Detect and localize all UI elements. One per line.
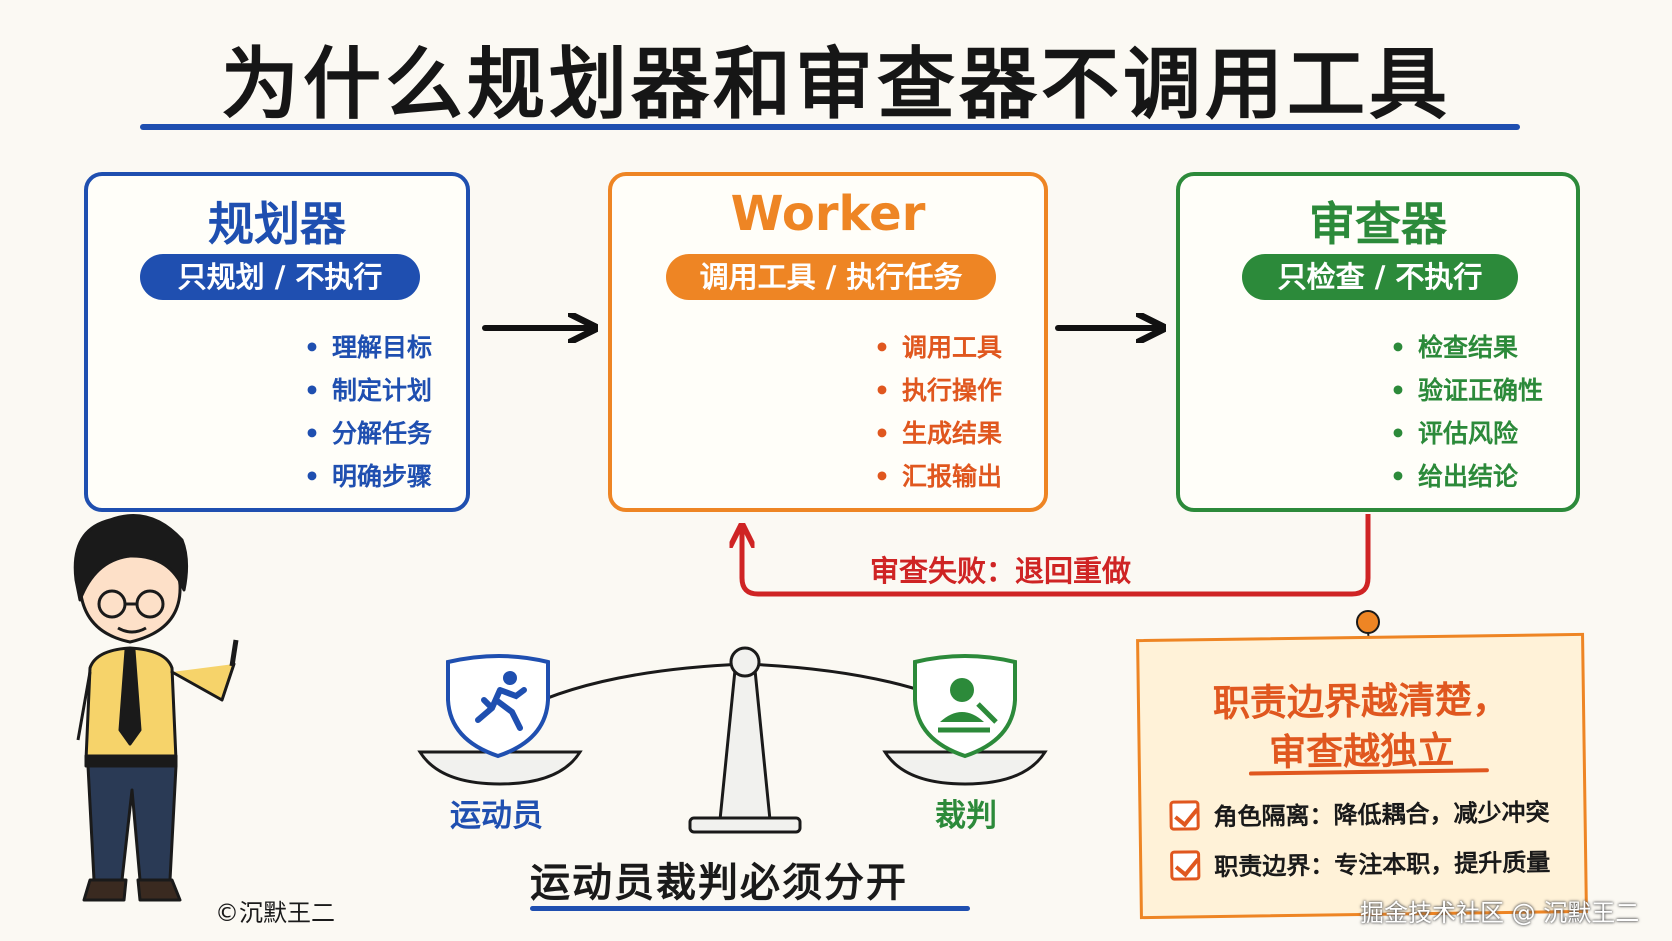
planner-badge: 只规划 / 不执行 xyxy=(140,254,420,300)
caption-underline xyxy=(530,906,970,911)
reviewer-title: 审查器 xyxy=(1309,197,1447,251)
list-item: 调用工具 xyxy=(874,326,1002,369)
title-underline xyxy=(140,124,1520,130)
sticky-note: 职责边界越清楚， 审查越独立 角色隔离：降低耦合，减少冲突 职责边界：专注本职，… xyxy=(1136,632,1588,920)
list-item: 分解任务 xyxy=(304,412,432,455)
list-item: 理解目标 xyxy=(304,326,432,369)
reviewer-card: 审查器 只检查 / 不执行 检查结果 验证正确性 评估风险 给出结论 xyxy=(1176,172,1580,512)
list-item: 评估风险 xyxy=(1390,412,1543,455)
checkbox-checked-icon xyxy=(1170,849,1201,881)
reviewer-badge: 只检查 / 不执行 xyxy=(1242,254,1518,300)
worker-badge: 调用工具 / 执行任务 xyxy=(666,254,996,300)
feedback-label: 审查失败：退回重做 xyxy=(870,554,1132,588)
worker-title: Worker xyxy=(730,186,926,242)
worker-card: Worker 调用工具 / 执行任务 调用工具 执行操作 生成结果 汇报输出 xyxy=(608,172,1048,512)
note-item-text: 职责边界：专注本职，提升质量 xyxy=(1214,848,1551,882)
note-item: 角色隔离：降低耦合，减少冲突 xyxy=(1169,792,1550,832)
worker-list: 调用工具 执行操作 生成结果 汇报输出 xyxy=(874,326,1002,498)
presenter-character-icon xyxy=(73,514,239,902)
checkbox-checked-icon xyxy=(1169,799,1200,831)
planner-list: 理解目标 制定计划 分解任务 明确步骤 xyxy=(304,326,432,498)
running-man-shield-icon xyxy=(446,654,550,759)
note-item: 职责边界：专注本职，提升质量 xyxy=(1170,842,1550,882)
list-item: 制定计划 xyxy=(304,369,432,412)
list-item: 生成结果 xyxy=(874,412,1002,455)
athlete-label: 运动员 xyxy=(450,798,543,834)
page-title: 为什么规划器和审查器不调用工具 xyxy=(220,40,1451,130)
list-item: 给出结论 xyxy=(1390,455,1543,498)
judge-shield-icon xyxy=(913,654,1017,759)
referee-label: 裁判 xyxy=(935,798,997,834)
list-item: 执行操作 xyxy=(874,369,1002,412)
note-item-text: 角色隔离：降低耦合，减少冲突 xyxy=(1213,798,1550,832)
copyright: ©沉默王二 xyxy=(215,899,335,927)
list-item: 汇报输出 xyxy=(874,455,1002,498)
balance-scale xyxy=(417,646,1048,834)
watermark: 掘金技术社区 @ 沉默王二 xyxy=(1360,899,1640,927)
planner-title: 规划器 xyxy=(208,197,346,251)
list-item: 验证正确性 xyxy=(1390,369,1543,412)
scale-caption: 运动员裁判必须分开 xyxy=(530,860,908,906)
planner-card: 规划器 只规划 / 不执行 理解目标 制定计划 分解任务 明确步骤 xyxy=(84,172,470,512)
list-item: 明确步骤 xyxy=(304,455,432,498)
feedback-loop-arrow xyxy=(742,514,1371,597)
list-item: 检查结果 xyxy=(1390,326,1543,369)
reviewer-list: 检查结果 验证正确性 评估风险 给出结论 xyxy=(1390,326,1543,498)
